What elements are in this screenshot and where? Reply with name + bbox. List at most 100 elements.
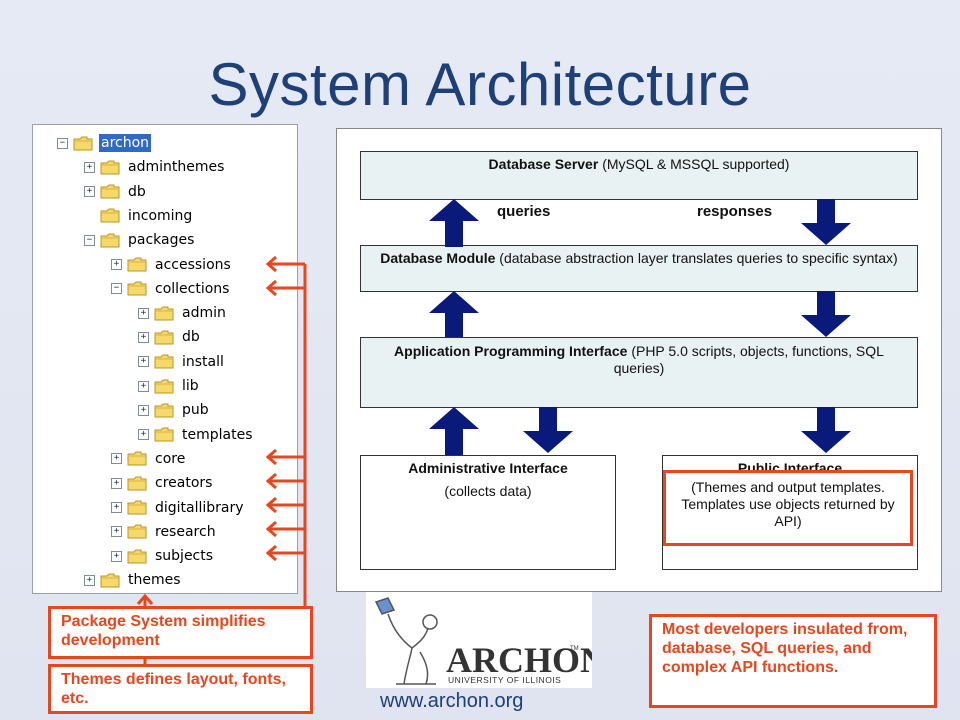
up-arrow-icon [429,291,479,337]
tree-node-label[interactable]: pub [182,402,209,419]
tree-node-label[interactable]: lib [182,378,199,394]
expand-icon[interactable]: + [111,550,122,562]
tree-node[interactable]: + subjects [111,545,215,567]
tree-node[interactable]: + research [111,521,218,543]
tree-node-label[interactable]: install [182,353,224,370]
tree-node-label[interactable]: core [155,450,186,467]
tree-node[interactable]: + admin [138,302,228,324]
tree-node[interactable]: + creators [111,472,214,494]
tree-node-label[interactable]: admin [182,305,226,322]
expand-icon[interactable]: + [111,259,122,270]
tree-node-label[interactable]: digitallibrary [155,499,244,516]
expand-icon[interactable]: + [111,453,122,465]
tree-node[interactable]: + core [111,448,187,470]
down-arrow-icon [523,407,573,453]
queries-label: queries [497,203,551,220]
api-title: Application Programming Interface [394,343,628,359]
tree-node-label[interactable]: db [128,183,146,200]
folder-icon [154,427,174,442]
administrative-interface-box: Administrative Interface (collects data) [360,455,616,570]
tree-node-label[interactable]: db [182,329,200,346]
tree-node[interactable]: + db [138,326,202,348]
tree-node[interactable]: + install [138,351,226,373]
down-arrow-icon [801,407,851,453]
expand-icon[interactable]: + [138,429,149,441]
api-desc: (PHP 5.0 scripts, objects, functions, SQ… [613,343,884,376]
tree-node[interactable]: + adminthemes [84,156,226,178]
tree-node[interactable]: + templates [138,424,255,446]
tree-node-label[interactable]: packages [128,232,195,249]
tree-node-label[interactable]: themes [128,572,181,589]
archon-logo: ARCHON TM UNIVERSITY OF ILLINOIS [366,592,606,688]
folder-icon [127,257,147,272]
themes-callout: Themes defines layout, fonts, etc. [48,664,313,714]
collapse-icon[interactable]: − [84,234,95,246]
down-arrow-icon [801,199,851,245]
tree-node[interactable]: + pub [138,399,211,421]
website-url[interactable]: www.archon.org [380,690,524,712]
folder-icon [154,403,174,418]
folder-icon [100,184,120,199]
folder-icon [100,233,120,248]
collapse-icon[interactable]: − [57,137,68,149]
tree-node[interactable]: + db [84,181,148,203]
tree-node[interactable]: + lib [138,375,201,397]
tree-node[interactable]: − packages [84,229,196,251]
expand-icon[interactable]: + [111,502,122,513]
tree-node[interactable]: + themes [84,569,183,591]
spacer [84,210,95,221]
public-interface-desc: (Themes and output templates. Templates … [681,479,895,529]
tree-node-label[interactable]: incoming [128,207,193,224]
folder-icon [127,451,147,466]
expand-icon[interactable]: + [111,526,122,538]
svg-text:UNIVERSITY OF ILLINOIS: UNIVERSITY OF ILLINOIS [448,675,561,685]
database-server-box: Database Server (MySQL & MSSQL supported… [360,151,918,200]
folder-icon [100,160,120,175]
tree-node[interactable]: − collections [111,278,231,300]
expand-icon[interactable]: + [138,380,149,392]
expand-icon[interactable]: + [138,331,149,343]
tree-node-label[interactable]: subjects [155,548,214,565]
up-arrow-icon [429,407,479,455]
package-system-callout: Package System simplifies development [48,606,313,659]
tree-node[interactable]: − archon [57,132,152,154]
expand-icon[interactable]: + [138,307,149,319]
folder-icon [100,208,120,223]
collapse-icon[interactable]: − [111,283,122,295]
tree-node-label[interactable]: accessions [155,256,231,273]
database-module-box: Database Module (database abstraction la… [360,245,918,292]
folder-icon [154,379,174,394]
database-module-title: Database Module [380,250,496,266]
folder-icon [127,281,147,296]
expand-icon[interactable]: + [84,574,95,586]
tree-node-label[interactable]: templates [182,426,253,443]
tree-node-label[interactable]: adminthemes [128,159,225,176]
tree-node-label[interactable]: collections [155,280,230,297]
expand-icon[interactable]: + [84,161,95,173]
tree-node-label[interactable]: creators [155,475,213,492]
database-module-desc: (database abstraction layer translates q… [499,250,898,266]
folder-icon [154,354,174,369]
expand-icon[interactable]: + [138,356,149,368]
folder-icon [127,524,147,539]
database-server-desc: (MySQL & MSSQL supported) [602,156,790,172]
archon-figure-icon: ARCHON TM UNIVERSITY OF ILLINOIS [374,597,606,685]
tree-node[interactable]: + digitallibrary [111,497,246,519]
database-server-title: Database Server [488,156,599,172]
tree-node[interactable]: + accessions [111,254,233,276]
folder-icon [127,549,147,564]
tree-node-label[interactable]: archon [99,134,152,152]
expand-icon[interactable]: + [84,186,95,198]
folder-icon [154,330,174,345]
public-interface-highlight: (Themes and output templates. Templates … [663,470,913,546]
svg-text:TM: TM [570,646,579,652]
responses-label: responses [697,203,773,220]
expand-icon[interactable]: + [111,477,122,489]
slide-title: System Architecture [208,51,752,118]
expand-icon[interactable]: + [138,404,149,416]
tree-node[interactable]: incoming [84,205,194,227]
folder-icon [154,306,174,321]
developers-callout: Most developers insulated from, database… [649,614,937,708]
tree-node-label[interactable]: research [155,523,216,540]
